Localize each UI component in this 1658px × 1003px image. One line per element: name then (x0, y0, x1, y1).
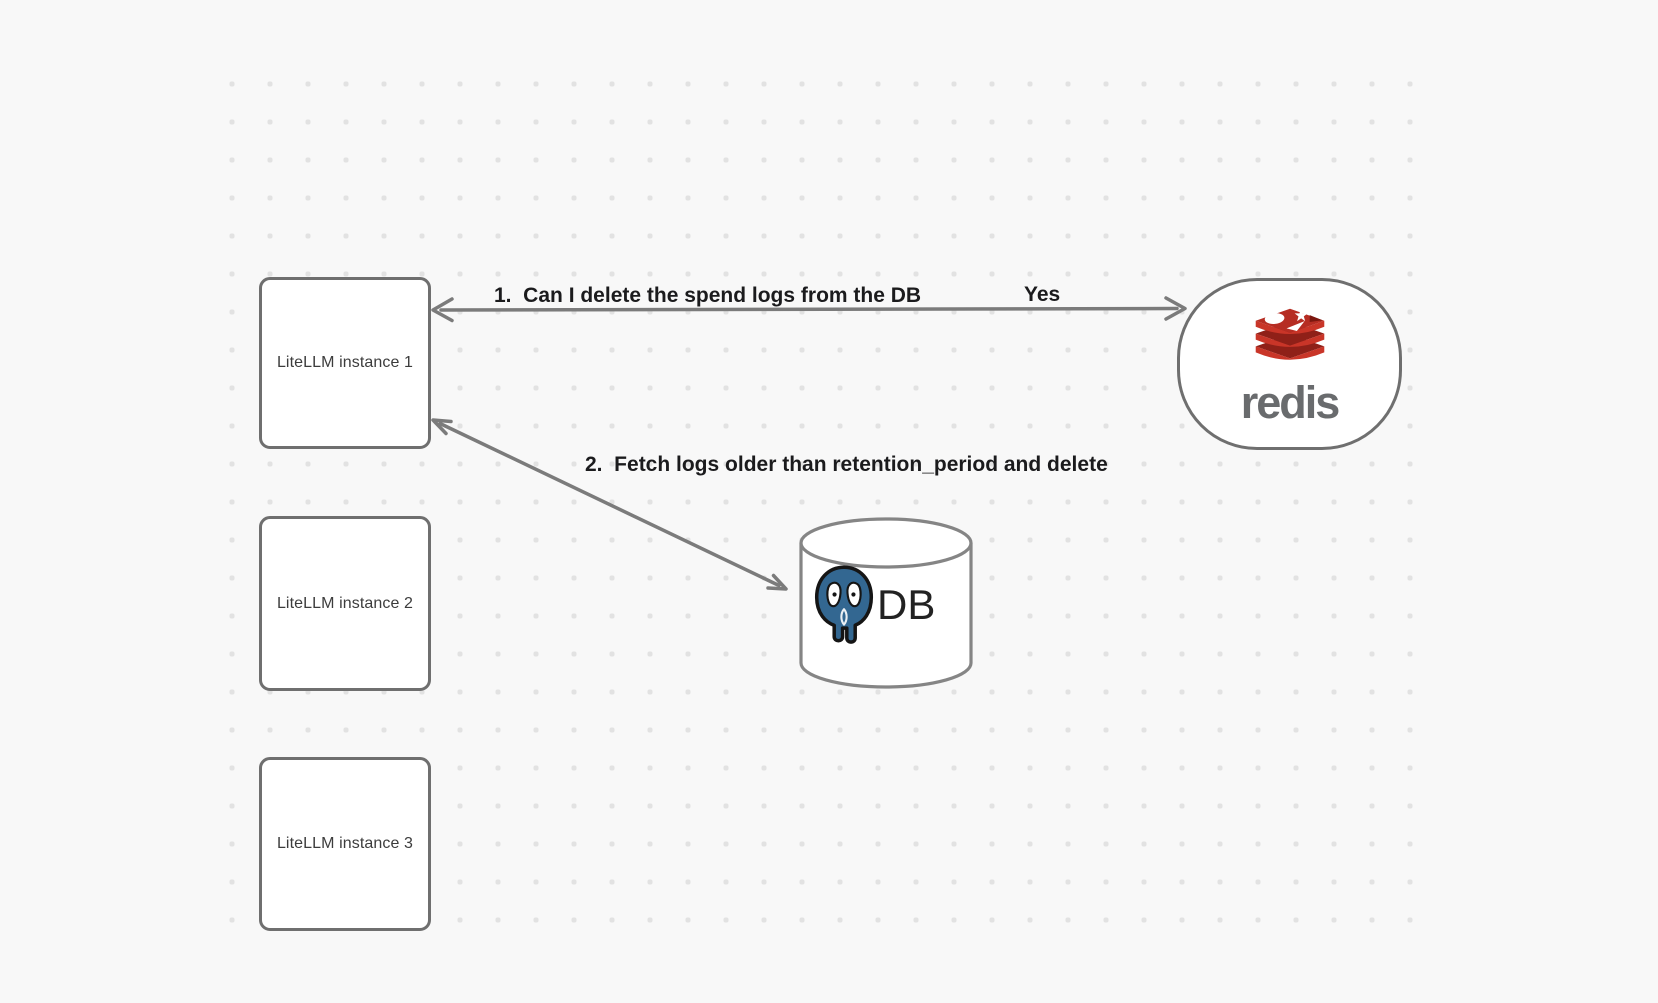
node-database[interactable]: DB (798, 516, 974, 692)
node-label: LiteLLM instance 3 (276, 835, 414, 852)
node-redis[interactable]: redis (1177, 278, 1402, 450)
redis-wordmark: redis (1240, 377, 1341, 428)
node-litellm-instance-3[interactable]: LiteLLM instance 3 (259, 757, 431, 931)
edge2-label[interactable]: 2. Fetch logs older than retention_perio… (585, 453, 1108, 476)
database-content: DB (809, 553, 965, 657)
redis-stack-icon (1255, 308, 1324, 360)
edge1-response-label[interactable]: Yes (1024, 283, 1061, 306)
node-litellm-instance-1[interactable]: LiteLLM instance 1 (259, 277, 431, 449)
arrow-litellm-db[interactable] (431, 418, 788, 591)
postgresql-elephant-icon (814, 565, 874, 644)
edge1-label[interactable]: 1. Can I delete the spend logs from the … (494, 284, 922, 307)
node-label: LiteLLM instance 1 (276, 354, 414, 371)
arrow-redis-litellm[interactable] (431, 296, 1187, 323)
node-litellm-instance-2[interactable]: LiteLLM instance 2 (259, 516, 431, 691)
db-label: DB (877, 581, 936, 628)
node-label: LiteLLM instance 2 (276, 594, 414, 612)
